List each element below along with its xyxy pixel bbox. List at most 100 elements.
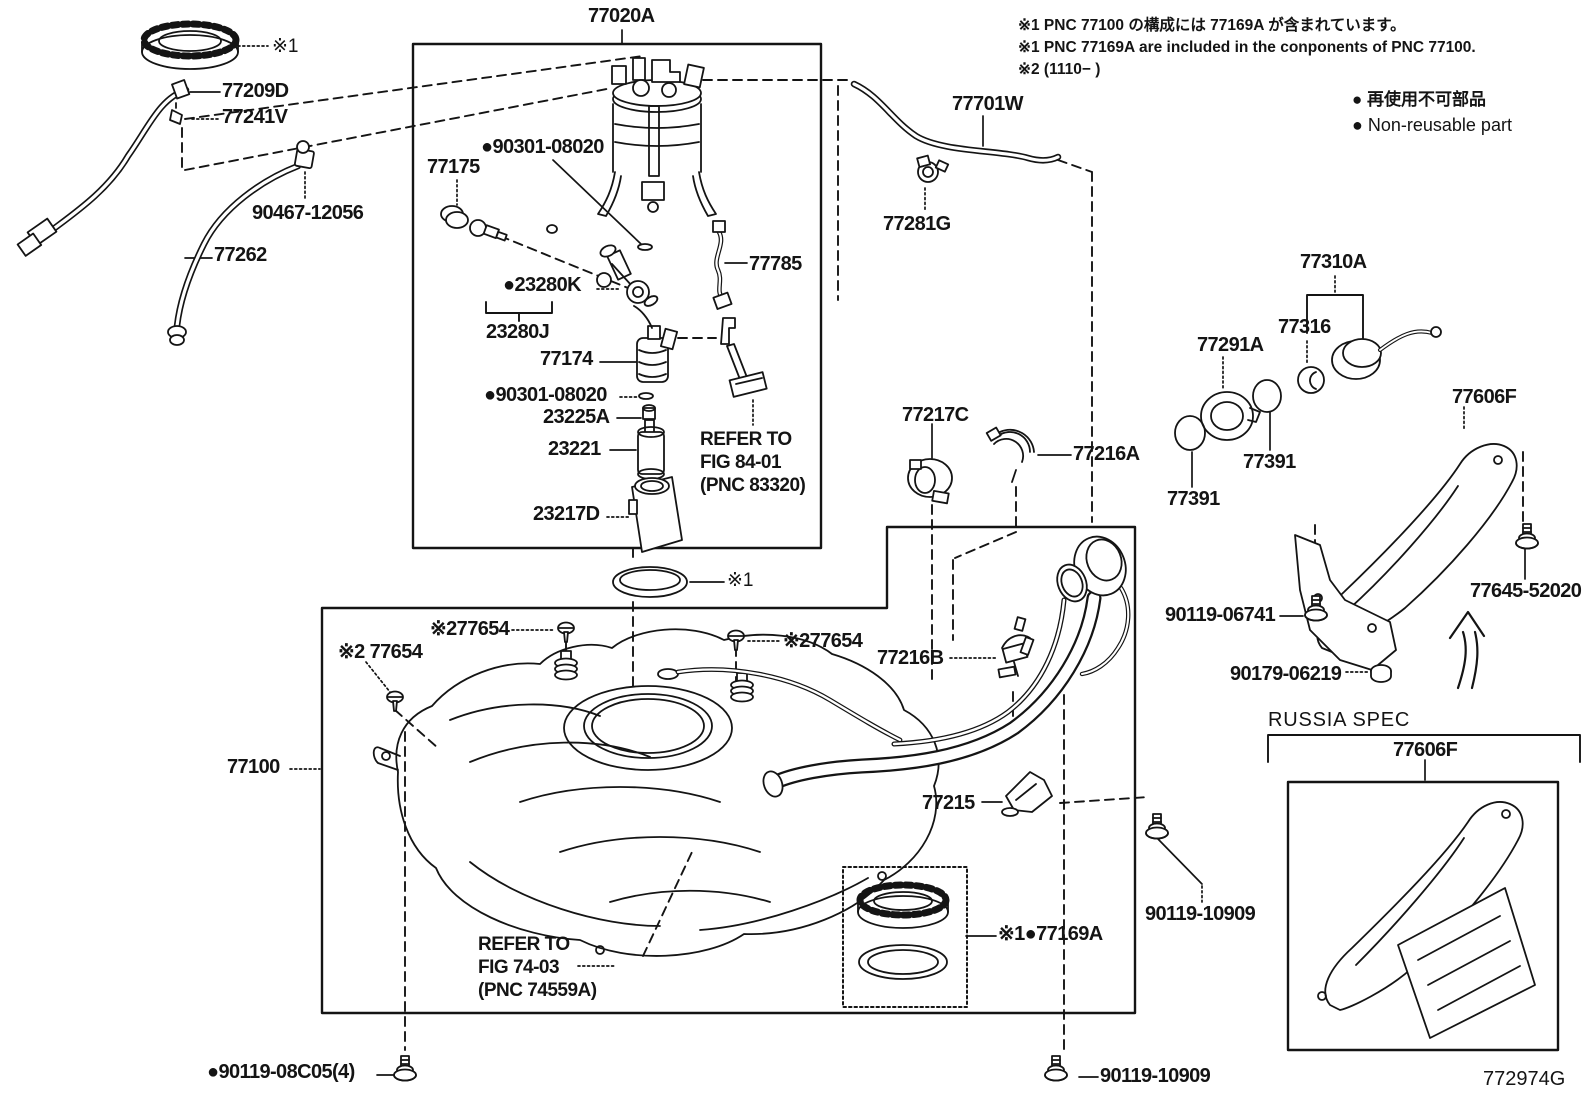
note-line-1-jp: ※1 PNC 77100 の構成には 77169A が含まれています。: [1018, 17, 1406, 34]
tank-port-front: [554, 650, 578, 681]
part-label-77654-right: ※277654: [783, 630, 863, 652]
part-label-77174: 77174: [540, 348, 593, 370]
dotted-leader-lines: [191, 45, 1465, 967]
refer-line: (PNC 83320): [700, 475, 806, 496]
part-label-77316: 77316: [1278, 316, 1331, 338]
part-label-77216A: 77216A: [1073, 443, 1140, 465]
bolt-90119-08C05: [393, 1055, 417, 1082]
part-label-77391-right: 77391: [1243, 451, 1296, 473]
bracket-23280J: [485, 301, 553, 322]
part-label-77654-left: ※2 77654: [338, 641, 423, 663]
russia-spec-box: [1286, 780, 1560, 1052]
fuel-pump-23221-part: [637, 419, 665, 480]
lock-ring-77169A-drawing: [856, 881, 950, 980]
part-label-90119-10909-bottom: 90119-10909: [1100, 1065, 1211, 1087]
bracket-russia-spec: [1267, 734, 1581, 763]
clamp-77281G-part: [916, 154, 950, 183]
legend-non-reusable-jp: ● 再使用不可部品: [1352, 90, 1486, 109]
bolt-90119-10909-right: [1145, 813, 1169, 840]
refer-fig-84-01: REFER TO FIG 84-01 (PNC 83320): [700, 428, 806, 497]
part-label-77291A: 77291A: [1197, 334, 1264, 356]
filter-case-23217D-part: [628, 476, 683, 553]
tank-gasket-drawing: [612, 566, 688, 598]
fuel-cap-77310A-part: [1331, 326, 1442, 380]
part-label-77262: 77262: [214, 244, 267, 266]
part-label-77391-left: 77391: [1167, 488, 1220, 510]
gasket-77391-right: [1252, 379, 1282, 413]
wire-77785-part: [712, 220, 733, 310]
screw-77654-c: [727, 629, 745, 651]
part-label-90179-06219: 90179-06219: [1230, 663, 1342, 685]
part-label-90301-08020-b: ●90301-08020: [484, 384, 607, 406]
part-label-77215: 77215: [922, 792, 975, 814]
bracket-77215-part: [1001, 771, 1053, 817]
nut-90179-06219: [1370, 664, 1392, 683]
refer-fig-74-03: REFER TO FIG 74-03 (PNC 74559A): [478, 933, 597, 1002]
part-label-90301-08020-a: ●90301-08020: [481, 136, 604, 158]
group-brackets: [485, 294, 1581, 763]
bracket-77310A: [1306, 294, 1364, 339]
part-label-77281G: 77281G: [883, 213, 951, 235]
part-label-23280K: ●23280K: [503, 274, 582, 296]
part-label-77217C: 77217C: [902, 404, 969, 426]
refer-line: (PNC 74559A): [478, 980, 597, 1001]
valve-23280K-part: [469, 219, 508, 242]
part-label-77020A: 77020A: [588, 5, 655, 27]
clip-77241V: [169, 102, 183, 125]
filter-77174-part: [633, 305, 679, 383]
part-label-77175: 77175: [427, 156, 480, 178]
cap-housing-77291A-part: [1200, 391, 1261, 441]
part-label-77645-52020: 77645-52020: [1470, 580, 1582, 602]
lock-ring-drawing: [140, 20, 240, 70]
pump-assembly-box: [411, 42, 823, 550]
clamp-77216B-part: [997, 616, 1035, 679]
part-label-77785: 77785: [749, 253, 802, 275]
breather-hose-77701W-drawing: [850, 80, 1062, 183]
clamp-77209D: [171, 79, 191, 100]
grommet-77175-part: [440, 205, 469, 229]
fuel-hose-77262-drawing: [167, 140, 315, 346]
part-label-23217D: 23217D: [533, 503, 600, 525]
o-ring-90301-b: [638, 392, 654, 400]
filler-pipe-drawing: [762, 535, 1131, 817]
part-label-77241V: 77241V: [222, 106, 288, 128]
sender-gauge-part: [720, 317, 768, 398]
gasket-77391-left: [1174, 415, 1206, 451]
refer-line: REFER TO: [700, 429, 792, 450]
cushion-23225A-part: [642, 404, 656, 420]
part-label-90119-08C05: ●90119-08C05(4): [207, 1061, 355, 1083]
small-grommet: [546, 224, 558, 234]
part-label-77701W: 77701W: [952, 93, 1024, 115]
russia-spec-title: RUSSIA SPEC: [1268, 709, 1411, 731]
pump-small-parts-drawing: [440, 205, 768, 553]
fuel-hose-77209D-drawing: [16, 79, 191, 257]
refer-line: FIG 74-03: [478, 957, 560, 978]
screw-77654-b: [386, 690, 404, 712]
fuel-tank-drawing: [372, 628, 940, 957]
figure-code: 772974G: [1483, 1068, 1566, 1090]
clip-77645-52020: [1515, 523, 1539, 550]
note-line-3: ※2 (1110− ): [1018, 61, 1101, 78]
clamp-77216A-part: [985, 426, 1035, 483]
part-label-77169A: ※1●77169A: [998, 923, 1103, 945]
suction-tube-23280J: [596, 244, 633, 288]
part-label-23225A: 23225A: [543, 406, 610, 428]
note-line-2-en: ※1 PNC 77169A are included in the conpon…: [1018, 39, 1476, 56]
part-label-23221: 23221: [548, 438, 601, 460]
part-label-77310A: 77310A: [1300, 251, 1367, 273]
filler-pipe-shield-77606F-drawing: [1294, 443, 1518, 671]
fuel-cap-cluster-drawing: [1174, 326, 1442, 451]
regulator-23280K-part: [626, 280, 659, 307]
legend-non-reusable-en: ● Non-reusable part: [1352, 115, 1512, 135]
bolt-90119-10909-bottom: [1044, 1055, 1068, 1082]
support-77217C-part: [907, 458, 953, 505]
part-label-90119-10909-right: 90119-10909: [1145, 903, 1256, 925]
tank-and-pipe-box: [320, 525, 1137, 1015]
marker-note1-lockring: ※1: [272, 36, 299, 57]
part-label-77606F-top: 77606F: [1452, 386, 1517, 408]
part-label-77100: 77100: [227, 756, 280, 778]
part-label-77216B: 77216B: [877, 647, 944, 669]
grommet-77316-part: [1297, 366, 1325, 394]
